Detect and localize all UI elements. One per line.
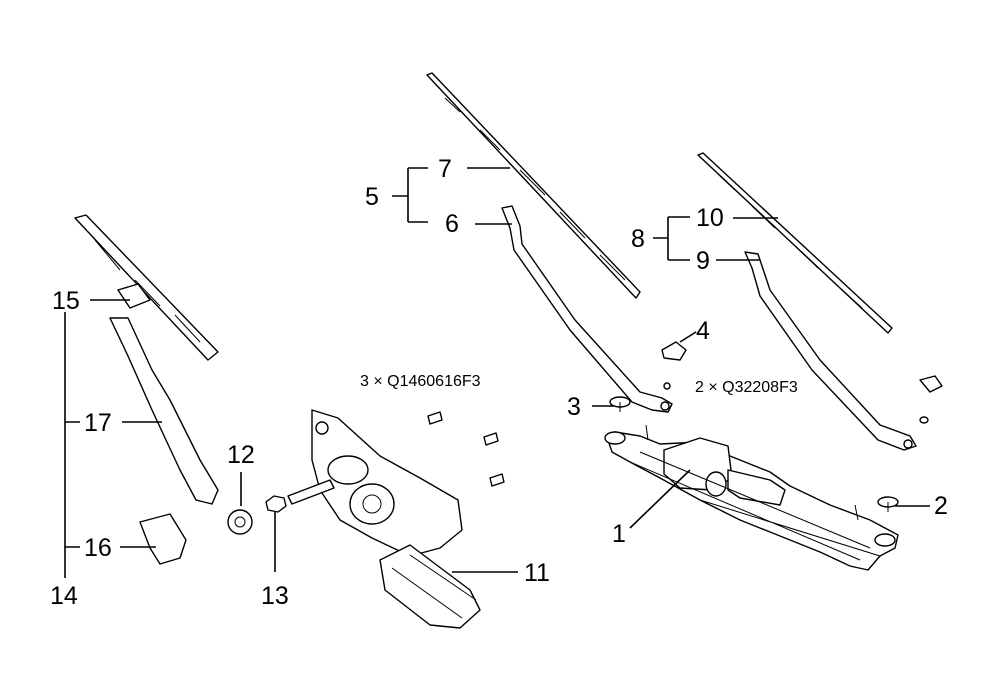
- callout-8: 8: [631, 225, 645, 253]
- nut-12-drawing: [227, 509, 253, 535]
- callout-14: 14: [50, 582, 78, 610]
- callout-6: 6: [445, 210, 459, 238]
- bolt-quantity-note: 3 × Q1460616F3: [360, 373, 481, 390]
- rear-blade-drawing: [74, 214, 219, 361]
- callout-10: 10: [696, 204, 724, 232]
- callout-4: 4: [696, 317, 710, 345]
- nut-2-drawing: [877, 496, 899, 512]
- front-arm-right-drawing: [744, 251, 917, 451]
- callout-12: 12: [227, 441, 255, 469]
- cap-4-drawing: [661, 341, 687, 361]
- washer-small-drawing: [663, 382, 671, 390]
- front-blade-left-drawing: [426, 72, 641, 299]
- rear-arm-cap-drawing: [139, 513, 187, 565]
- bolts-drawing: [427, 411, 505, 487]
- cap-right-drawing: [919, 375, 943, 393]
- leader-lines: [64, 167, 930, 578]
- callout-13: 13: [261, 582, 289, 610]
- nut-3-drawing: [609, 396, 631, 412]
- callout-16: 16: [84, 534, 112, 562]
- callout-5: 5: [365, 183, 379, 211]
- callout-7: 7: [438, 155, 452, 183]
- front-arm-left-drawing: [501, 205, 673, 413]
- nut-13-drawing: [265, 495, 287, 513]
- callout-11: 11: [524, 559, 550, 587]
- washer-quantity-note: 2 × Q32208F3: [695, 379, 798, 396]
- rear-wiper-motor-drawing: [287, 409, 481, 629]
- rear-arm-drawing: [109, 317, 219, 505]
- callout-9: 9: [696, 247, 710, 275]
- washer-right-drawing: [919, 416, 929, 424]
- callout-1: 1: [612, 520, 626, 548]
- front-wiper-linkage-drawing: [604, 424, 899, 571]
- callout-2: 2: [934, 492, 948, 520]
- front-blade-right-drawing: [697, 152, 893, 334]
- callout-3: 3: [567, 393, 581, 421]
- callout-15: 15: [52, 287, 80, 315]
- callout-17: 17: [84, 409, 112, 437]
